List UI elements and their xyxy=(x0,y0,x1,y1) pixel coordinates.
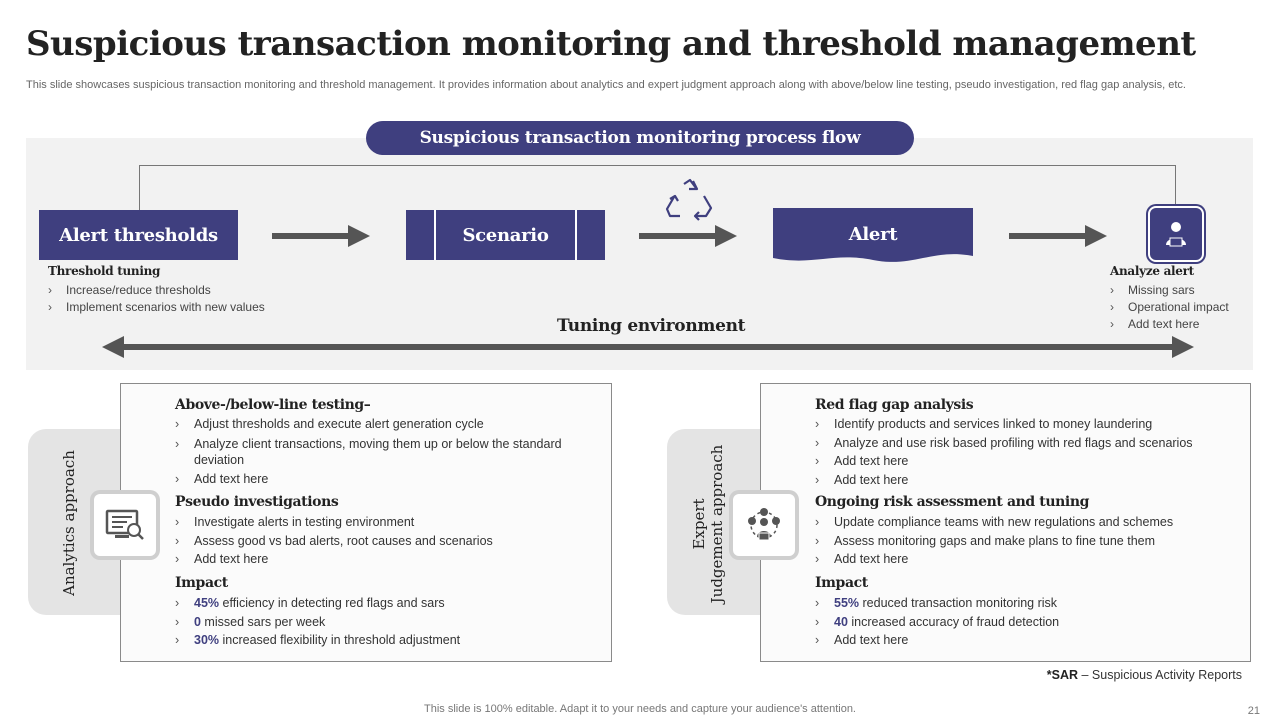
list-item: Assess good vs bad alerts, root causes a… xyxy=(175,532,595,551)
page-title: Suspicious transaction monitoring and th… xyxy=(26,24,1196,64)
alert-label: Alert xyxy=(848,223,898,245)
alert-thresholds-label: Alert thresholds xyxy=(59,224,218,246)
scenario-box: Scenario xyxy=(406,210,605,260)
analyze-alert-list: Missing sars Operational impact Add text… xyxy=(1110,282,1229,333)
impact-value: 0 xyxy=(194,614,201,629)
footnote-text: – Suspicious Activity Reports xyxy=(1078,668,1243,682)
expert-label-line2: Judgement approach xyxy=(708,444,726,604)
list-item: Add text here xyxy=(815,471,1235,490)
analytics-impact-title: Impact xyxy=(175,575,228,591)
above-below-line-testing-title: Above-/below-line testing– xyxy=(175,397,371,413)
impact-text: increased flexibility in threshold adjus… xyxy=(219,633,461,647)
threshold-tuning-title: Threshold tuning xyxy=(48,264,161,278)
analytics-monitor-icon xyxy=(94,494,156,556)
expert-label-line1: Expert xyxy=(690,498,708,550)
impact-text: missed sars per week xyxy=(200,614,326,629)
analyze-alert-title: Analyze alert xyxy=(1110,264,1194,278)
alert-thresholds-box: Alert thresholds xyxy=(39,210,238,260)
impact-value: 45% xyxy=(194,596,220,610)
impact-item: 30% increased flexibility in threshold a… xyxy=(175,631,595,650)
above-below-line-testing-list: Adjust thresholds and execute alert gene… xyxy=(175,415,595,488)
footnote: *SAR – Suspicious Activity Reports xyxy=(1047,668,1242,682)
flow-header: Suspicious transaction monitoring proces… xyxy=(366,121,914,155)
impact-text: Add text here xyxy=(834,633,909,647)
list-item: Add text here xyxy=(1110,316,1229,333)
list-item: Add text here xyxy=(175,470,595,489)
expert-impact-list: 55% reduced transaction monitoring risk … xyxy=(815,594,1235,650)
feedback-loop-line xyxy=(139,165,1176,211)
analyst-user-icon xyxy=(1148,206,1204,262)
impact-item: 0 missed sars per week xyxy=(175,613,595,632)
red-flag-gap-analysis-list: Identify products and services linked to… xyxy=(815,415,1235,489)
recycle-icon xyxy=(665,178,713,221)
list-item: Analyze and use risk based profiling wit… xyxy=(815,434,1235,453)
impact-value: 30% xyxy=(194,633,220,647)
pseudo-investigations-title: Pseudo investigations xyxy=(175,494,339,510)
impact-text: reduced transaction monitoring risk xyxy=(859,596,1058,610)
list-item: Missing sars xyxy=(1110,282,1229,299)
impact-text: increased accuracy of fraud detection xyxy=(847,614,1060,629)
arrow-right-icon xyxy=(1009,225,1107,247)
impact-item: Add text here xyxy=(815,631,1235,650)
list-item: Implement scenarios with new values xyxy=(48,299,265,316)
alert-document-shape xyxy=(773,208,973,262)
arrow-right-icon xyxy=(272,225,370,247)
list-item: Assess monitoring gaps and make plans to… xyxy=(815,532,1235,551)
list-item: Analyze client transactions, moving them… xyxy=(175,436,595,468)
analytics-approach-label: Analytics approach xyxy=(60,450,78,596)
ongoing-risk-assessment-list: Update compliance teams with new regulat… xyxy=(815,513,1235,569)
pseudo-investigations-list: Investigate alerts in testing environmen… xyxy=(175,513,595,569)
impact-text: efficiency in detecting red flags and sa… xyxy=(219,596,445,610)
footnote-abbr: *SAR xyxy=(1046,668,1079,682)
list-item: Update compliance teams with new regulat… xyxy=(815,513,1235,532)
impact-value: 55% xyxy=(834,596,860,610)
page-subtitle: This slide showcases suspicious transact… xyxy=(26,79,1186,91)
impact-item: 55% reduced transaction monitoring risk xyxy=(815,594,1235,613)
list-item: Add text here xyxy=(815,550,1235,569)
red-flag-gap-analysis-title: Red flag gap analysis xyxy=(815,397,974,413)
tuning-environment-label: Tuning environment xyxy=(557,316,746,336)
analytics-impact-list: 45% efficiency in detecting red flags an… xyxy=(175,594,595,650)
list-item: Operational impact xyxy=(1110,299,1229,316)
list-item: Adjust thresholds and execute alert gene… xyxy=(175,415,595,434)
list-item: Add text here xyxy=(175,550,595,569)
alert-box: Alert xyxy=(773,208,973,264)
expert-network-icon xyxy=(733,494,795,556)
impact-value: 40 xyxy=(834,614,848,629)
list-item: Add text here xyxy=(815,452,1235,471)
scenario-divider-right xyxy=(575,210,577,260)
arrow-right-icon xyxy=(639,225,737,247)
expert-impact-title: Impact xyxy=(815,575,868,591)
scenario-label: Scenario xyxy=(462,224,549,246)
scenario-divider-left xyxy=(434,210,436,260)
expert-approach-label: Expert Judgement approach xyxy=(690,444,728,604)
list-item: Increase/reduce thresholds xyxy=(48,282,265,299)
impact-item: 45% efficiency in detecting red flags an… xyxy=(175,594,595,613)
ongoing-risk-assessment-title: Ongoing risk assessment and tuning xyxy=(815,494,1089,510)
footer-text: This slide is 100% editable. Adapt it to… xyxy=(424,703,856,715)
list-item: Identify products and services linked to… xyxy=(815,415,1235,434)
list-item: Investigate alerts in testing environmen… xyxy=(175,513,595,532)
double-arrow-icon xyxy=(102,336,1194,358)
page-number: 21 xyxy=(1247,705,1260,717)
threshold-tuning-list: Increase/reduce thresholds Implement sce… xyxy=(48,282,265,316)
impact-item: 40 increased accuracy of fraud detection xyxy=(815,613,1235,632)
